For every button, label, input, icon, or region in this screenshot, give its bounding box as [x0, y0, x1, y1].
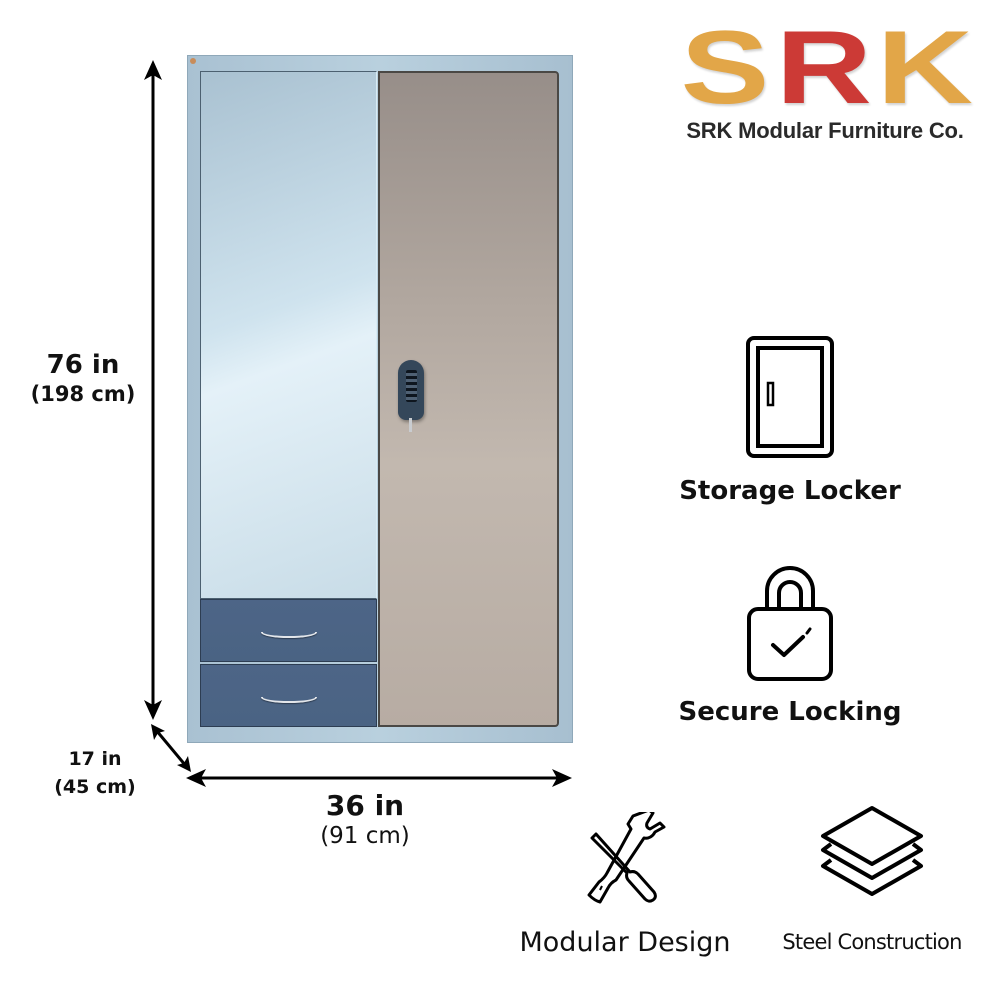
width-arrow-icon — [186, 769, 572, 787]
height-metric: (198 cm) — [30, 382, 136, 406]
lock-slots — [406, 370, 417, 402]
lock-icon — [398, 360, 426, 435]
height-imperial: 76 in — [46, 350, 120, 380]
tools-icon — [500, 812, 750, 907]
width-metric: (91 cm) — [320, 823, 410, 849]
feature-label: Steel Construction — [782, 930, 962, 954]
feature-label: Secure Locking — [678, 697, 902, 727]
depth-imperial: 17 in — [68, 748, 122, 770]
height-arrow-icon — [144, 60, 162, 720]
logo-letter-r: R — [775, 10, 871, 126]
frame-corner-mark — [190, 58, 196, 64]
feature-modular-design: Modular Design — [500, 812, 750, 958]
drawer-handle — [261, 632, 317, 638]
company-name: SRK Modular Furniture Co. — [686, 118, 964, 143]
door-icon — [650, 335, 930, 459]
layers-icon — [752, 804, 992, 908]
logo-letter-s: S — [680, 10, 770, 126]
key-icon — [409, 418, 412, 432]
width-dimension-label: 36 in (91 cm) — [290, 790, 440, 850]
depth-metric: (45 cm) — [54, 776, 136, 798]
drawer-top — [200, 599, 377, 662]
brand-logo: S R K SRK Modular Furniture Co. — [670, 10, 980, 144]
logo-letter-k: K — [876, 10, 972, 126]
width-imperial: 36 in — [325, 789, 405, 822]
feature-storage-locker: Storage Locker — [650, 335, 930, 506]
feature-secure-locking: Secure Locking — [650, 563, 930, 727]
logo-mark: S R K — [670, 10, 980, 126]
depth-arrow-icon — [151, 724, 191, 772]
right-door-panel — [378, 71, 559, 727]
height-dimension-label: 76 in (198 cm) — [18, 350, 148, 408]
depth-dimension-label: 17 in (45 cm) — [40, 745, 150, 801]
drawer-handle — [261, 697, 317, 703]
drawer-bottom — [200, 664, 377, 727]
feature-label: Storage Locker — [679, 476, 901, 506]
feature-label: Modular Design — [519, 927, 731, 958]
feature-steel-construction: Steel Construction — [752, 804, 992, 954]
wardrobe-image — [187, 55, 573, 743]
padlock-check-icon — [650, 563, 930, 683]
left-door-panel — [200, 71, 377, 599]
